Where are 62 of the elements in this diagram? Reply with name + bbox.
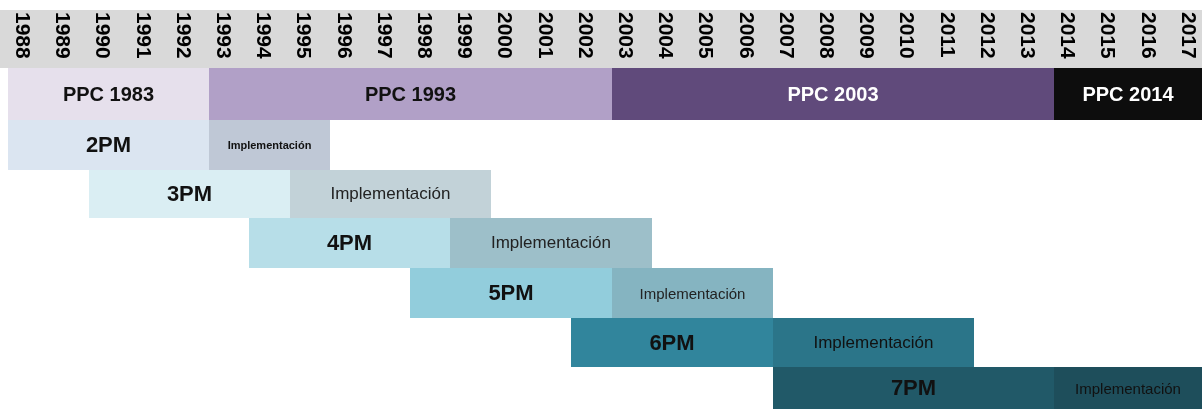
year-label: 2004	[655, 12, 678, 59]
year-label: 2005	[695, 12, 718, 59]
year-label: 1998	[414, 12, 436, 59]
bar-label: Implementación	[1075, 379, 1181, 397]
implementation-bar	[612, 268, 773, 318]
period-bar	[1054, 68, 1202, 120]
year-label: 2007	[775, 12, 798, 59]
year-label: 1991	[132, 12, 155, 59]
year-label: 1994	[253, 12, 276, 59]
year-label: 1997	[373, 12, 396, 59]
year-label: 2014	[1057, 12, 1080, 59]
plan-bar	[8, 120, 209, 170]
bar-label: 7PM	[890, 375, 937, 401]
year-label: 2010	[896, 12, 919, 59]
implementation-bar	[1054, 367, 1202, 409]
implementation-bar	[209, 120, 330, 170]
year-label: 1989	[52, 12, 75, 59]
bar-label: Implementación	[639, 284, 746, 302]
year-label: 1990	[92, 12, 115, 59]
bar-label: 2PM	[85, 132, 132, 158]
bar-label: PPC 1983	[62, 82, 155, 106]
bar-label: Implementación	[330, 184, 451, 204]
year-label: 1988	[12, 12, 34, 59]
plan-bar	[571, 318, 773, 367]
bar-label: PPC 2003	[787, 82, 879, 106]
year-label: 1996	[333, 12, 356, 59]
plan-bar	[773, 367, 1054, 409]
implementation-bar	[290, 170, 491, 218]
year-label: 2012	[976, 12, 999, 59]
year-label: 2006	[735, 12, 758, 59]
period-bar	[8, 68, 209, 120]
year-label: 2008	[816, 12, 838, 59]
year-label: 2017	[1177, 12, 1200, 59]
bar-label: 4PM	[326, 230, 373, 256]
bar-label: 3PM	[166, 181, 213, 207]
bar-label: 6PM	[649, 329, 695, 356]
period-bar	[209, 68, 612, 120]
implementation-bar	[773, 318, 974, 367]
bar-label: Implementación	[227, 139, 312, 151]
year-label: 1995	[293, 12, 316, 59]
year-label: 2000	[494, 12, 517, 59]
bar-label: Implementación	[813, 332, 934, 353]
bar-label: PPC 1993	[364, 82, 457, 106]
plan-bar	[249, 218, 450, 268]
year-label: 2003	[615, 12, 637, 59]
plan-bar	[89, 170, 290, 218]
year-label: 1999	[454, 12, 477, 59]
year-label: 2002	[574, 12, 597, 59]
bar-label: Implementación	[491, 233, 611, 253]
year-label: 1992	[172, 12, 195, 59]
plan-bar	[410, 268, 612, 318]
implementation-bar	[450, 218, 652, 268]
year-label: 2009	[856, 12, 879, 59]
year-label: 2001	[534, 12, 557, 59]
year-label: 2013	[1017, 12, 1039, 59]
year-label: 2016	[1137, 12, 1160, 59]
period-bar	[612, 68, 1054, 120]
bar-label: 5PM	[488, 280, 534, 306]
year-label: 1993	[213, 12, 235, 59]
year-label: 2011	[936, 12, 959, 58]
year-label: 2015	[1097, 12, 1120, 59]
bar-label: PPC 2014	[1082, 82, 1174, 106]
